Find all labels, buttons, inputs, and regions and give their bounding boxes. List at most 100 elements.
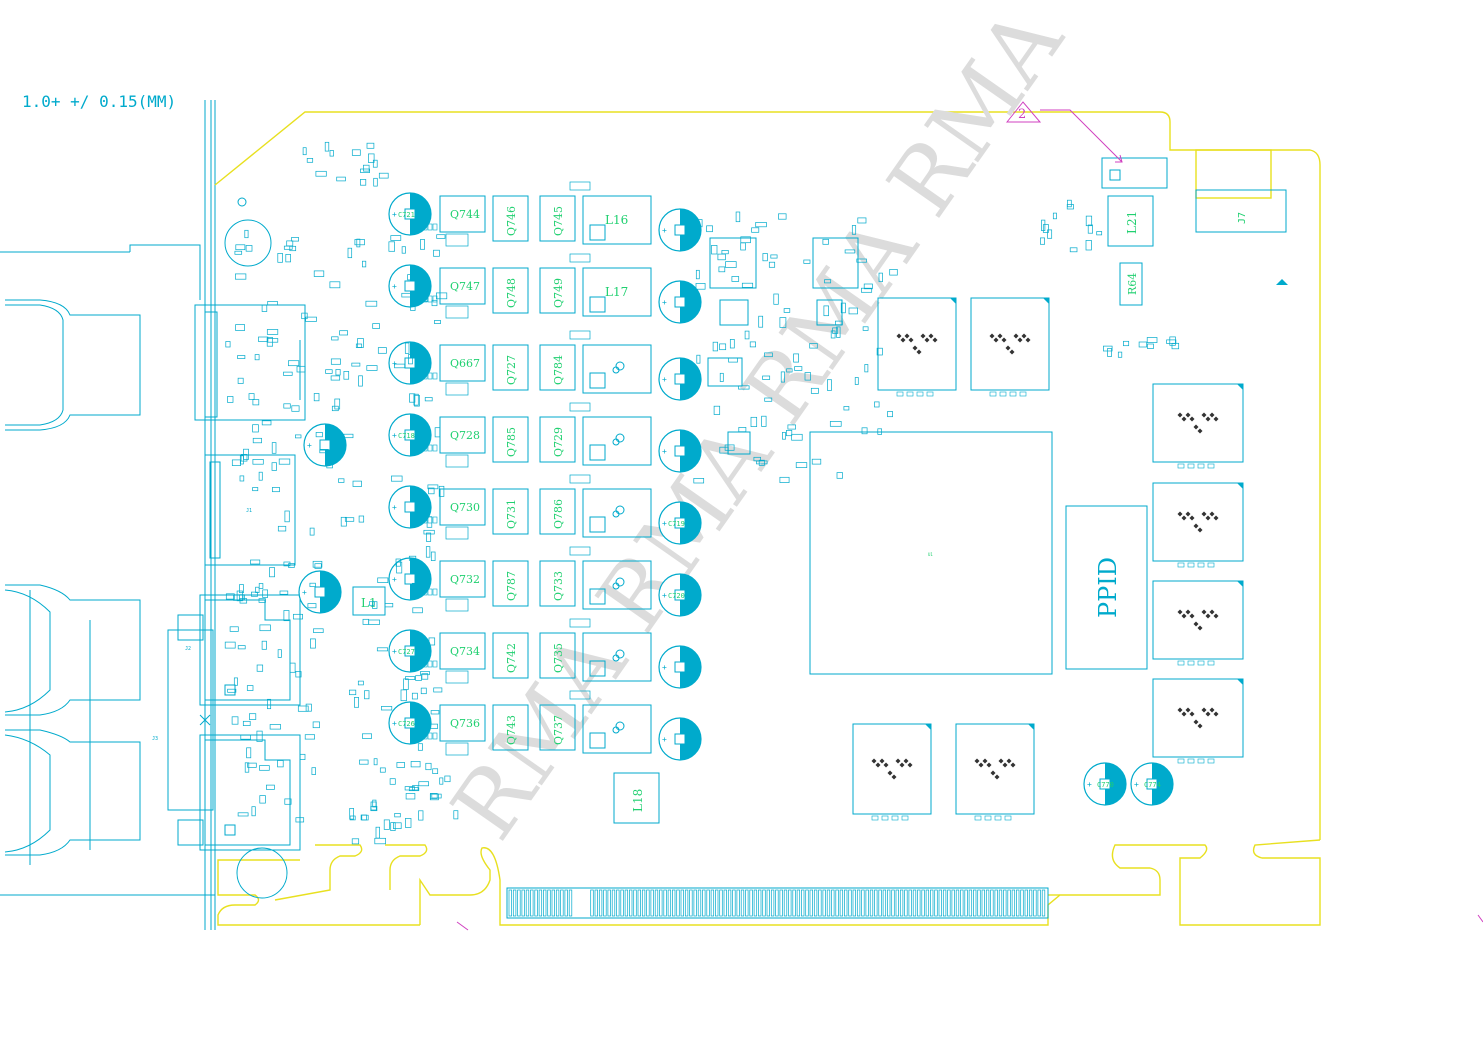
smd-part: [906, 391, 914, 397]
smd-part: [432, 768, 439, 774]
smd-part: [764, 397, 773, 402]
gold-finger: [1041, 889, 1046, 917]
capacitor-polarity: +: [392, 575, 397, 584]
smd-part: [295, 434, 302, 439]
gold-finger: [719, 889, 723, 917]
smd-part: [874, 401, 880, 408]
smd-part: [404, 342, 410, 354]
gold-finger: [551, 889, 555, 917]
smd-part: [384, 603, 394, 608]
capacitor-right: +: [658, 645, 702, 689]
smd-part: [445, 305, 469, 319]
smd-part: [422, 372, 428, 380]
gold-finger: [848, 889, 852, 917]
ball-marker: [986, 762, 992, 768]
smd-part: [245, 245, 253, 252]
smd-part: [445, 598, 469, 612]
smd-part: [272, 487, 280, 493]
smd-part: [404, 786, 415, 791]
smd-part: [856, 258, 867, 263]
smd-part: [1207, 758, 1215, 764]
capacitor-fill: [410, 414, 431, 456]
smd-part: [315, 170, 327, 177]
ball-marker: [1006, 758, 1012, 764]
smd-part: [445, 233, 469, 247]
gold-finger: [530, 889, 534, 917]
smd-part: [432, 588, 438, 596]
smd-part: [926, 391, 934, 397]
gold-finger: [938, 889, 942, 917]
inductor-pad: [589, 444, 606, 461]
smd-part: [271, 462, 277, 471]
gold-finger: [654, 889, 659, 917]
capacitor-polarity: +: [662, 663, 667, 672]
smd-part: [297, 705, 309, 712]
smd-part: [396, 762, 405, 768]
smd-part: [237, 645, 246, 650]
pin1-marker: [925, 724, 931, 730]
smd-part: [822, 238, 829, 245]
smd-part: [1187, 758, 1195, 764]
smd-part: [1096, 231, 1103, 236]
ball-marker: [1209, 412, 1215, 418]
gold-finger: [659, 889, 663, 917]
smd-part: [330, 375, 341, 381]
smd-part: [1004, 815, 1012, 821]
gold-finger: [930, 889, 934, 917]
gold-finger: [568, 889, 573, 917]
smd-part: [863, 283, 873, 290]
smd-part: [351, 362, 361, 367]
gold-finger: [1024, 889, 1028, 917]
ball-marker: [1205, 416, 1211, 422]
inductor-body: [582, 632, 652, 682]
smd-part: [229, 626, 239, 632]
gold-finger: [508, 889, 512, 917]
gold-finger: [912, 889, 917, 917]
smd-part: [266, 337, 273, 347]
ball-marker: [1213, 613, 1219, 619]
gold-finger: [856, 889, 861, 917]
ball-marker: [1185, 609, 1191, 615]
ball-marker: [994, 774, 1000, 780]
smd-part: [235, 324, 245, 331]
gold-finger: [882, 889, 887, 917]
gold-finger: [813, 889, 818, 917]
gold-finger: [607, 889, 611, 917]
smd-part: [851, 225, 857, 235]
smd-part: [779, 317, 787, 328]
smd-part: [366, 142, 375, 149]
smd-part: [1197, 660, 1205, 666]
smd-part: [445, 526, 469, 540]
smd-part: [410, 761, 421, 768]
smd-part: [836, 326, 841, 338]
smd-part: [876, 347, 883, 356]
capacitor-fill: [410, 630, 431, 672]
triangle-icon: [1276, 279, 1288, 285]
gold-finger: [521, 889, 525, 917]
smd-part: [1197, 463, 1205, 469]
capacitor-pad: [404, 280, 416, 292]
smd-part: [719, 372, 724, 382]
smd-part: [301, 312, 308, 320]
smd-part: [861, 287, 873, 293]
smd-part: [234, 250, 243, 255]
ball-marker: [990, 770, 996, 776]
inductor-l17: L17: [605, 285, 628, 299]
mosfet-body: [539, 416, 576, 463]
smd-part: [315, 432, 323, 438]
gold-finger: [874, 889, 878, 917]
capacitor-pad: [404, 501, 416, 513]
smd-part: [244, 762, 250, 773]
gold-finger: [831, 889, 835, 917]
smd-part: [780, 371, 785, 383]
ball-marker: [1201, 511, 1207, 517]
smd-part: [405, 676, 416, 680]
capacitor-fill: [410, 193, 431, 235]
fan-header-pin: [1109, 169, 1121, 181]
ball-marker: [903, 758, 909, 764]
smd-part: [291, 405, 300, 412]
smd-part: [325, 369, 333, 374]
smd-part: [291, 237, 299, 242]
smd-part: [284, 798, 292, 805]
